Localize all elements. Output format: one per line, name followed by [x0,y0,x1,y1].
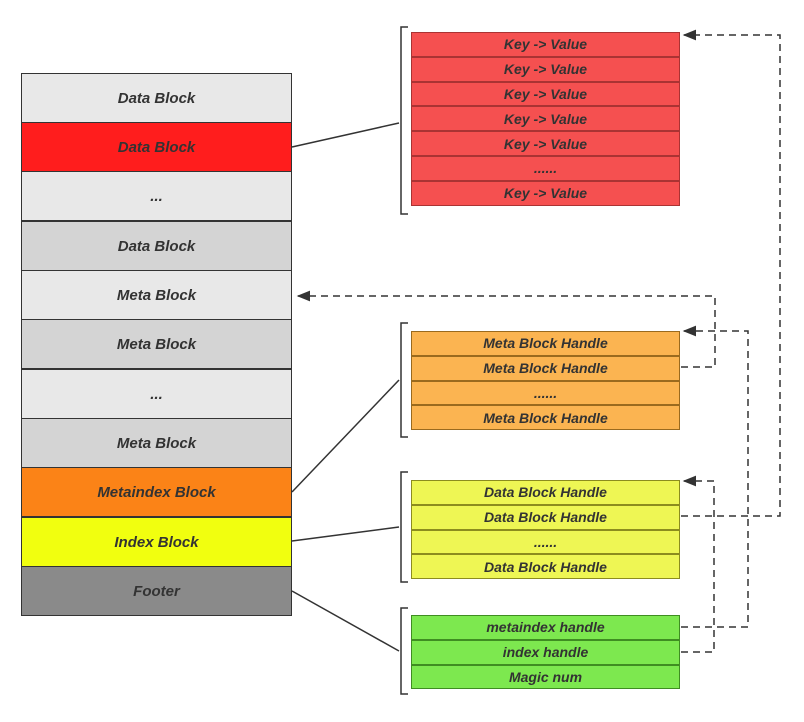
data-handle-row-0: Data Block Handle [411,480,680,505]
kv-row-ellipsis: ...... [411,156,680,181]
footer-row-index-handle: index handle [411,639,680,665]
expand-line-metaindex [291,379,400,493]
meta-block-0: Meta Block [21,270,292,320]
footer-row-metaindex-handle: metaindex handle [411,615,680,640]
footer-block: Footer [21,566,292,616]
data-handle-row-ellipsis: ...... [411,529,680,555]
meta-handle-row-3: Meta Block Handle [411,405,680,431]
arrow-index-handle-to-index [681,475,715,653]
kv-row-0: Key -> Value [411,32,680,57]
metaindex-block: Metaindex Block [21,467,292,517]
index-block: Index Block [21,517,292,567]
data-block-ellipsis: ... [21,171,292,221]
bracket-footer-detail [400,607,408,695]
bracket-data-detail [400,26,408,215]
kv-row-6: Key -> Value [411,180,680,206]
meta-block-1: Meta Block [21,319,292,369]
expand-line-data-block [291,122,400,148]
kv-row-1: Key -> Value [411,56,680,82]
kv-row-3: Key -> Value [411,106,680,132]
data-handle-row-1: Data Block Handle [411,504,680,530]
bracket-index-detail [400,471,408,583]
meta-block-ellipsis: ... [21,369,292,419]
arrow-data-handle-to-data-block [681,29,781,517]
kv-row-2: Key -> Value [411,81,680,107]
expand-line-footer [291,590,400,652]
meta-handle-row-1: Meta Block Handle [411,355,680,381]
kv-row-4: Key -> Value [411,131,680,156]
meta-handle-row-ellipsis: ...... [411,380,680,406]
data-handle-row-3: Data Block Handle [411,554,680,580]
bracket-metaindex-detail [400,322,408,438]
footer-row-magic-num: Magic num [411,664,680,690]
arrow-meta-handle-to-meta-block [296,290,716,368]
expand-line-index [291,526,400,542]
data-block-0: Data Block [21,73,292,123]
meta-handle-row-0: Meta Block Handle [411,331,680,356]
